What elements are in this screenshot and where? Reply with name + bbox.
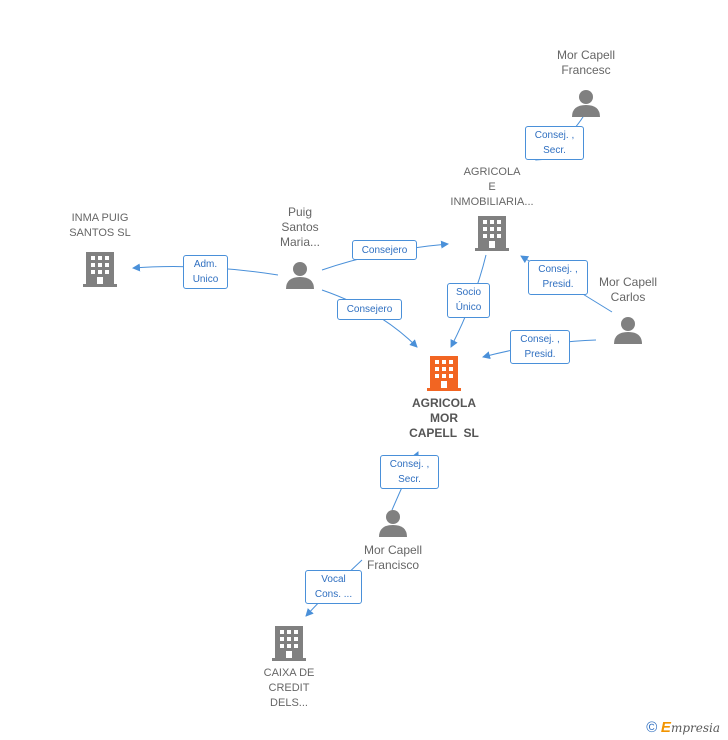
building-icon [272, 626, 306, 661]
node-label-line: CREDIT [268, 682, 310, 694]
node-label-line: E [488, 181, 496, 193]
node-label-line: CAIXA DE [263, 667, 315, 679]
building-icon [475, 216, 509, 251]
node-label-line: AGRICOLA [412, 396, 476, 410]
edge-label-line: Secr. [398, 474, 421, 485]
edge-label-line: Vocal [321, 574, 346, 585]
footer-watermark: © Empresia [646, 719, 720, 736]
node-agricola-e-inmobiliaria[interactable]: AGRICOLA E INMOBILIARIA... [432, 165, 552, 252]
edge-label-consej-presid-1[interactable]: Consej. , Presid. [528, 260, 588, 295]
node-label-line: Mor Capell [556, 48, 616, 62]
node-label-line: INMOBILIARIA... [450, 196, 534, 208]
node-label-line: Maria... [279, 235, 320, 249]
brand-logo-text: mpresia [670, 721, 720, 735]
edge-label-consej-secr-bottom[interactable]: Consej. , Secr. [380, 455, 439, 489]
edge-label-consejero-1[interactable]: Consejero [352, 240, 417, 260]
node-puig-santos-maria[interactable]: Puig Santos Maria... [260, 205, 340, 290]
person-icon [379, 510, 407, 537]
edge-label-line: Cons. ... [314, 589, 353, 600]
copyright-symbol: © [646, 719, 658, 736]
node-label-line: AGRICOLA [463, 166, 521, 178]
building-icon [427, 356, 461, 391]
edge-label-line: Consej. , [534, 130, 575, 141]
node-label-line: CAPELL SL [409, 426, 479, 440]
edge-label-consej-secr-top[interactable]: Consej. , Secr. [525, 126, 584, 160]
person-icon [572, 90, 600, 117]
node-label-line: Santos [281, 220, 319, 234]
person-icon [614, 317, 642, 344]
node-label-line: Francesc [561, 63, 611, 77]
edge-label-socio-unico[interactable]: Socio Único [447, 283, 490, 318]
edge-label-consejero-2[interactable]: Consejero [337, 299, 402, 320]
node-label-line: Carlos [610, 290, 646, 304]
edge-label-line: Presid. [542, 279, 574, 290]
node-label-line: Mor Capell [598, 275, 658, 289]
node-inma-puig-santos[interactable]: INMA PUIG SANTOS SL [50, 211, 150, 288]
edge-label-line: Unico [192, 274, 219, 285]
edge-label-consej-presid-2[interactable]: Consej. , Presid. [510, 330, 570, 364]
edge-label-vocal[interactable]: Vocal Cons. ... [305, 570, 362, 604]
edge-label-adm-unico[interactable]: Adm. Unico [183, 255, 228, 289]
node-mor-capell-carlos[interactable]: Mor Capell Carlos [585, 275, 671, 345]
edge-label-line: Consejero [346, 304, 393, 315]
node-label-line: INMA PUIG [71, 212, 129, 224]
node-label-line: DELS... [270, 697, 308, 709]
edge-label-line: Consej. , [520, 334, 560, 345]
edge-label-line: Consej. , [389, 459, 430, 470]
edge-label-line: Consej. , [538, 264, 578, 275]
person-icon [286, 262, 314, 289]
edge-label-line: Socio [455, 287, 481, 298]
brand-logo-letter: E [660, 719, 671, 736]
node-label-line: Mor Capell [363, 543, 423, 557]
edge-label-line: Único [455, 302, 482, 313]
node-mor-capell-francesc[interactable]: Mor Capell Francesc [541, 48, 631, 118]
node-label-line: Francisco [366, 558, 419, 572]
edge-label-line: Consejero [361, 245, 408, 256]
building-icon [83, 252, 117, 287]
node-mor-capell-francisco[interactable]: Mor Capell Francisco [348, 508, 438, 573]
node-label-line: MOR [430, 411, 458, 425]
edge-label-line: Adm. [193, 259, 218, 270]
node-label-line: Puig [287, 205, 313, 219]
node-label-line: SANTOS SL [69, 227, 131, 239]
edge-label-line: Presid. [524, 349, 556, 360]
node-caixa-de-credit[interactable]: CAIXA DE CREDIT DELS... [244, 624, 334, 711]
edge-label-line: Secr. [543, 145, 566, 156]
node-agricola-mor-capell-sl[interactable]: AGRICOLA MOR CAPELL SL [394, 354, 494, 441]
